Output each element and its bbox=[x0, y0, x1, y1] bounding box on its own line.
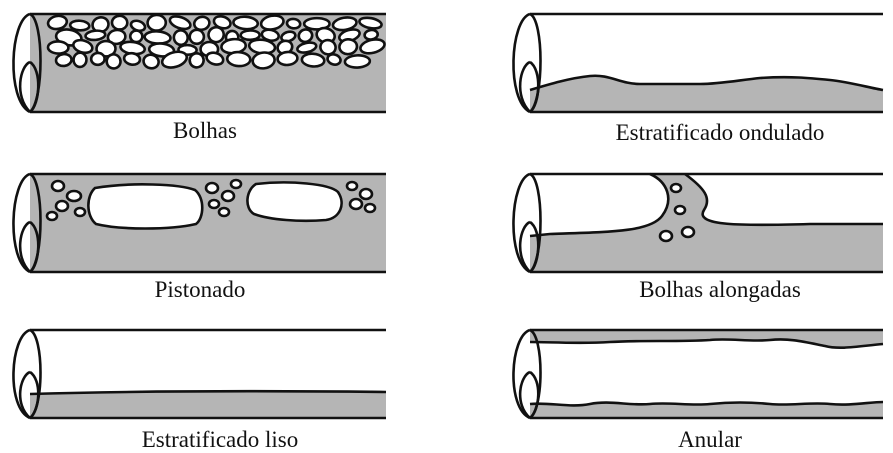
bubble bbox=[75, 208, 85, 216]
bubble bbox=[112, 15, 128, 29]
bubble bbox=[682, 227, 694, 237]
bubble bbox=[227, 51, 251, 66]
pipe-estratificado-ondulado bbox=[490, 0, 893, 120]
bubble bbox=[671, 184, 681, 192]
bubble bbox=[660, 231, 672, 241]
caption-bolhas-alongadas: Bolhas alongadas bbox=[600, 277, 840, 303]
pipe-bolhas bbox=[0, 0, 400, 120]
bubble bbox=[233, 16, 258, 30]
bubble bbox=[222, 191, 234, 201]
bubble bbox=[286, 18, 300, 29]
bubble bbox=[147, 14, 166, 31]
bubble bbox=[48, 41, 69, 54]
panel-pistonado: Pistonado bbox=[0, 160, 400, 310]
bubble bbox=[219, 208, 229, 216]
bubble bbox=[52, 181, 64, 191]
panel-anular: Anular bbox=[490, 320, 893, 451]
panel-bolhas: Bolhas bbox=[0, 0, 400, 150]
pipe-bolhas-alongadas bbox=[490, 160, 893, 280]
bubble bbox=[173, 29, 189, 46]
bubble bbox=[347, 182, 357, 190]
caption-estratificado-ondulado: Estratificado ondulado bbox=[580, 120, 860, 146]
bubble bbox=[130, 30, 143, 42]
bubble bbox=[123, 52, 141, 66]
bubble bbox=[73, 52, 86, 67]
bubble bbox=[209, 200, 219, 208]
bubble bbox=[56, 201, 68, 211]
bubble bbox=[339, 38, 358, 55]
panel-estratificado-ondulado: Estratificado ondulado bbox=[490, 0, 893, 150]
panel-bolhas-alongadas: Bolhas alongadas bbox=[490, 160, 893, 310]
pipe-estratificado-liso bbox=[0, 320, 400, 430]
bubble bbox=[360, 189, 372, 199]
bubble bbox=[189, 29, 205, 44]
caption-anular: Anular bbox=[630, 427, 790, 453]
pipe-pistonado bbox=[0, 160, 400, 280]
bubble bbox=[345, 55, 370, 68]
bubble bbox=[350, 199, 362, 209]
bubble bbox=[67, 191, 81, 201]
pipe-anular bbox=[490, 320, 893, 430]
bubble bbox=[55, 53, 72, 67]
bubble bbox=[241, 30, 260, 40]
bubble bbox=[675, 206, 685, 214]
caption-bolhas: Bolhas bbox=[130, 118, 280, 144]
bubble bbox=[252, 51, 276, 69]
bubble bbox=[91, 52, 105, 65]
panel-estratificado-liso: Estratificado liso bbox=[0, 320, 400, 451]
bubble bbox=[85, 30, 106, 41]
caption-estratificado-liso: Estratificado liso bbox=[110, 427, 330, 453]
bubble bbox=[231, 180, 241, 188]
bubble bbox=[365, 204, 375, 212]
bubble bbox=[206, 183, 218, 193]
bubble bbox=[277, 51, 298, 65]
bubble bbox=[47, 212, 57, 220]
caption-pistonado: Pistonado bbox=[120, 277, 280, 303]
bubble bbox=[301, 53, 324, 67]
